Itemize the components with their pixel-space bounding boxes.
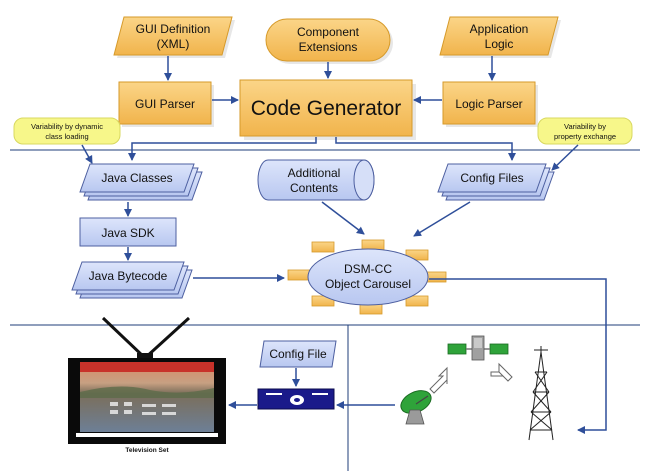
transmitter-tower-icon bbox=[528, 346, 554, 441]
component-extensions-line2: Extensions bbox=[299, 40, 358, 54]
java-bytecode-label: Java Bytecode bbox=[89, 269, 168, 283]
note-dynamic-line1: Variability by dynamic bbox=[31, 122, 103, 131]
code-generator-label: Code Generator bbox=[251, 97, 402, 120]
application-logic-box: Application Logic bbox=[439, 16, 561, 58]
arrow-contents-to-carousel bbox=[321, 201, 365, 235]
java-sdk-box: Java SDK bbox=[79, 217, 177, 247]
satellite-icon bbox=[447, 335, 509, 361]
java-bytecode-stack: Java Bytecode bbox=[71, 261, 193, 299]
downlink-arrow-icon bbox=[429, 366, 448, 394]
note-property-exchange: Variability by property exchange bbox=[537, 117, 633, 145]
arrow-generator-to-javaclasses bbox=[128, 137, 317, 161]
uplink-arrow-icon bbox=[490, 362, 513, 382]
application-logic-line1: Application bbox=[470, 22, 529, 36]
logic-parser-label: Logic Parser bbox=[455, 97, 522, 111]
java-classes-label: Java Classes bbox=[101, 171, 172, 185]
gui-definition-line1: GUI Definition bbox=[136, 22, 211, 36]
application-logic-line2: Logic bbox=[485, 37, 514, 51]
additional-contents-cylinder: Additional Contents bbox=[257, 159, 375, 201]
java-classes-stack: Java Classes bbox=[79, 163, 203, 201]
arrow-generator-to-configfiles bbox=[335, 137, 516, 161]
tv-antenna-icon bbox=[101, 316, 191, 361]
component-extensions-line1: Component bbox=[297, 25, 360, 39]
gui-definition-line2: (XML) bbox=[157, 37, 190, 51]
television-set-label: Television Set bbox=[125, 447, 169, 454]
config-files-label: Config Files bbox=[460, 171, 523, 185]
additional-contents-line1: Additional bbox=[288, 166, 341, 180]
gui-definition-box: GUI Definition (XML) bbox=[113, 16, 235, 58]
code-generator-box: Code Generator bbox=[239, 79, 416, 140]
additional-contents-line2: Contents bbox=[290, 181, 338, 195]
config-files-stack: Config Files bbox=[437, 163, 555, 201]
satellite-dish-icon bbox=[400, 390, 432, 425]
arrow-configfiles-to-carousel bbox=[413, 201, 471, 237]
arrow-carousel-to-transmitter bbox=[429, 278, 607, 434]
java-sdk-label: Java SDK bbox=[101, 226, 154, 240]
note-property-line1: Variability by bbox=[564, 122, 606, 131]
config-file-box: Config File bbox=[259, 340, 337, 368]
note-dynamic-class-loading: Variability by dynamic class loading bbox=[13, 117, 121, 145]
television-set-icon: Television Set bbox=[68, 358, 226, 454]
arrow-note-to-configfiles bbox=[551, 144, 579, 171]
component-extensions-box: Component Extensions bbox=[265, 18, 393, 64]
gui-parser-label: GUI Parser bbox=[135, 97, 195, 111]
note-dynamic-line2: class loading bbox=[45, 132, 88, 141]
dsmcc-object-carousel: DSM-CC Object Carousel bbox=[287, 239, 447, 315]
config-file-label: Config File bbox=[269, 347, 327, 361]
dsmcc-line1: DSM-CC bbox=[344, 262, 392, 276]
arrow-note-to-javaclasses bbox=[81, 144, 93, 164]
dsmcc-line2: Object Carousel bbox=[325, 277, 411, 291]
set-top-box-icon bbox=[257, 388, 335, 410]
note-property-line2: property exchange bbox=[554, 132, 616, 141]
gui-parser-box: GUI Parser bbox=[118, 81, 214, 127]
logic-parser-box: Logic Parser bbox=[442, 81, 538, 127]
